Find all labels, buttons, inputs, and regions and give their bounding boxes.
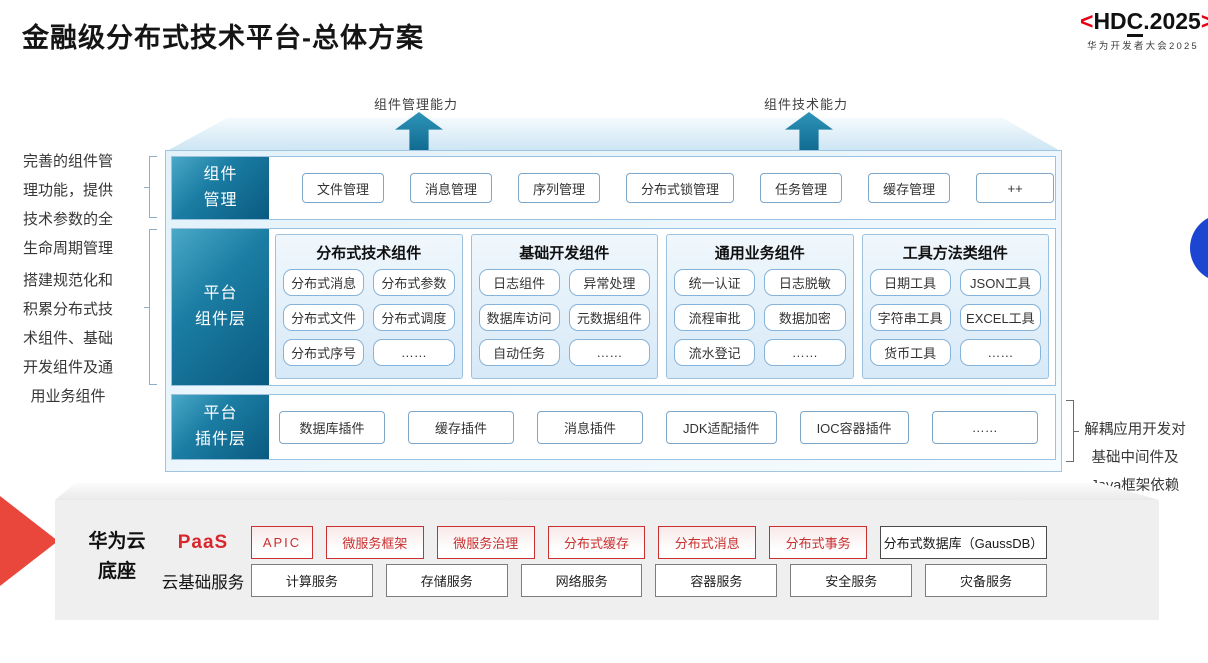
group-item: 分布式参数 [373,269,455,296]
group-item: 日期工具 [869,269,951,296]
platform-top-face [165,118,1062,152]
group-item: 流程审批 [674,304,756,331]
group-item-more: …… [764,339,846,366]
technical-capability-label: 组件技术能力 [764,97,849,112]
group-item: 异常处理 [568,269,650,296]
management-item: 文件管理 [302,173,385,203]
plugin-item: 消息插件 [537,410,643,444]
hdc-2025-logo: <HDC.2025> 华为开发者大会2025 [1080,8,1208,52]
platform-diagram: 组件 管理 文件管理 消息管理 序列管理 分布式锁管理 任务管理 缓存管理 ++… [165,150,1062,472]
note-component-management: 完善的组件管 理功能，提供 技术参数的全 生命周期管理 [22,153,113,257]
plugin-item-more: …… [931,410,1038,444]
group-item: 数据库访问 [478,304,560,331]
hdc-logo-text: <HDC.2025> [1080,8,1208,37]
group-item: JSON工具 [959,269,1041,296]
cloud-base-service: 网络服务 [520,564,643,597]
group-item: 自动任务 [478,339,560,366]
cloud-base-service: 容器服务 [655,564,778,597]
group-item-more: …… [568,339,650,366]
left-brace-icon [144,156,157,218]
logo-left-angle-icon: < [1080,8,1094,34]
group-item: 日志脱敏 [764,269,846,296]
management-item-more: ++ [976,173,1055,203]
group-distributed-tech: 分布式技术组件 分布式消息 分布式参数 分布式文件 分布式调度 分布式序号 …… [275,234,463,379]
plugin-item: IOC容器插件 [799,410,909,444]
foundation-top-face [55,483,1159,500]
paas-service: APIC [251,526,313,559]
cloud-base-service: 存储服务 [385,564,508,597]
platform-component-layer-row: 平台 组件层 分布式技术组件 分布式消息 分布式参数 分布式文件 分布式调度 分… [171,228,1056,386]
hdc-logo-subtitle: 华为开发者大会2025 [1087,41,1199,52]
plugin-items: 数据库插件 缓存插件 消息插件 JDK适配插件 IOC容器插件 …… [269,395,1038,459]
right-brace-icon [1066,400,1079,462]
group-utility: 工具方法类组件 日期工具 JSON工具 字符串工具 EXCEL工具 货币工具 …… [861,234,1049,379]
group-item: 元数据组件 [568,304,650,331]
platform-plugin-layer-row: 平台 插件层 数据库插件 缓存插件 消息插件 JDK适配插件 IOC容器插件 …… [171,394,1056,460]
group-item: 统一认证 [674,269,756,296]
note-component-accumulation: 搭建规范化和 积累分布式技 术组件、基础 开发组件及通 用业务组件 [22,272,113,405]
group-common-business: 通用业务组件 统一认证 日志脱敏 流程审批 数据加密 流水登记 …… [666,234,854,379]
management-item: 分布式锁管理 [626,173,735,203]
group-item: 分布式序号 [283,339,365,366]
paas-service: 分布式事务 [769,526,867,559]
logo-right-angle-icon: > [1200,8,1208,34]
group-item: 字符串工具 [869,304,951,331]
paas-label: PaaS [177,531,229,553]
group-item: 日志组件 [478,269,560,296]
paas-service: 微服务治理 [436,526,535,559]
group-item: 分布式调度 [373,304,455,331]
management-item: 序列管理 [518,173,601,203]
paas-database-service: 分布式数据库（GaussDB） [879,526,1047,559]
management-item: 任务管理 [760,173,843,203]
cloud-base-services-label: 云基础服务 [161,573,245,592]
paas-service: 分布式缓存 [547,526,646,559]
component-groups: 分布式技术组件 分布式消息 分布式参数 分布式文件 分布式调度 分布式序号 ……… [269,229,1055,385]
page-title: 金融级分布式技术平台-总体方案 [22,23,424,53]
cloud-base-service: 灾备服务 [925,564,1047,597]
cloud-base-service: 安全服务 [790,564,913,597]
component-management-items: 文件管理 消息管理 序列管理 分布式锁管理 任务管理 缓存管理 ++ [269,157,1055,219]
plugin-item: 数据库插件 [279,410,385,444]
cloud-base-service: 计算服务 [251,564,373,597]
group-item: EXCEL工具 [959,304,1041,331]
blue-circle-decoration [1190,214,1208,282]
group-item: 分布式文件 [283,304,365,331]
paas-service: 微服务框架 [326,526,424,559]
group-item-more: …… [959,339,1041,366]
cloud-base-services-row: 云基础服务 计算服务 存储服务 网络服务 容器服务 安全服务 灾备服务 [155,564,1047,597]
management-item: 缓存管理 [868,173,951,203]
group-basic-dev: 基础开发组件 日志组件 异常处理 数据库访问 元数据组件 自动任务 …… [470,234,658,379]
red-arrow-icon [0,496,58,586]
paas-service: 分布式消息 [658,526,757,559]
left-brace-icon [144,229,157,385]
platform-plugin-layer-label: 平台 插件层 [172,395,269,459]
plugin-item: 缓存插件 [408,410,514,444]
huawei-cloud-foundation: 华为云 底座 PaaS APIC 微服务框架 微服务治理 分布式缓存 分布式消息… [55,500,1159,620]
group-item: 数据加密 [764,304,846,331]
management-item: 消息管理 [410,173,493,203]
component-management-label: 组件 管理 [172,157,269,219]
group-item: 流水登记 [674,339,756,366]
plugin-item: JDK适配插件 [666,410,777,444]
paas-row: PaaS APIC 微服务框架 微服务治理 分布式缓存 分布式消息 分布式事务 … [155,526,1047,559]
foundation-label: 华为云 底座 [88,531,146,582]
group-item-more: …… [373,339,455,366]
component-management-row: 组件 管理 文件管理 消息管理 序列管理 分布式锁管理 任务管理 缓存管理 ++ [171,156,1056,220]
group-item: 分布式消息 [283,269,365,296]
group-item: 货币工具 [869,339,951,366]
platform-component-layer-label: 平台 组件层 [172,229,269,385]
management-capability-label: 组件管理能力 [374,97,459,112]
